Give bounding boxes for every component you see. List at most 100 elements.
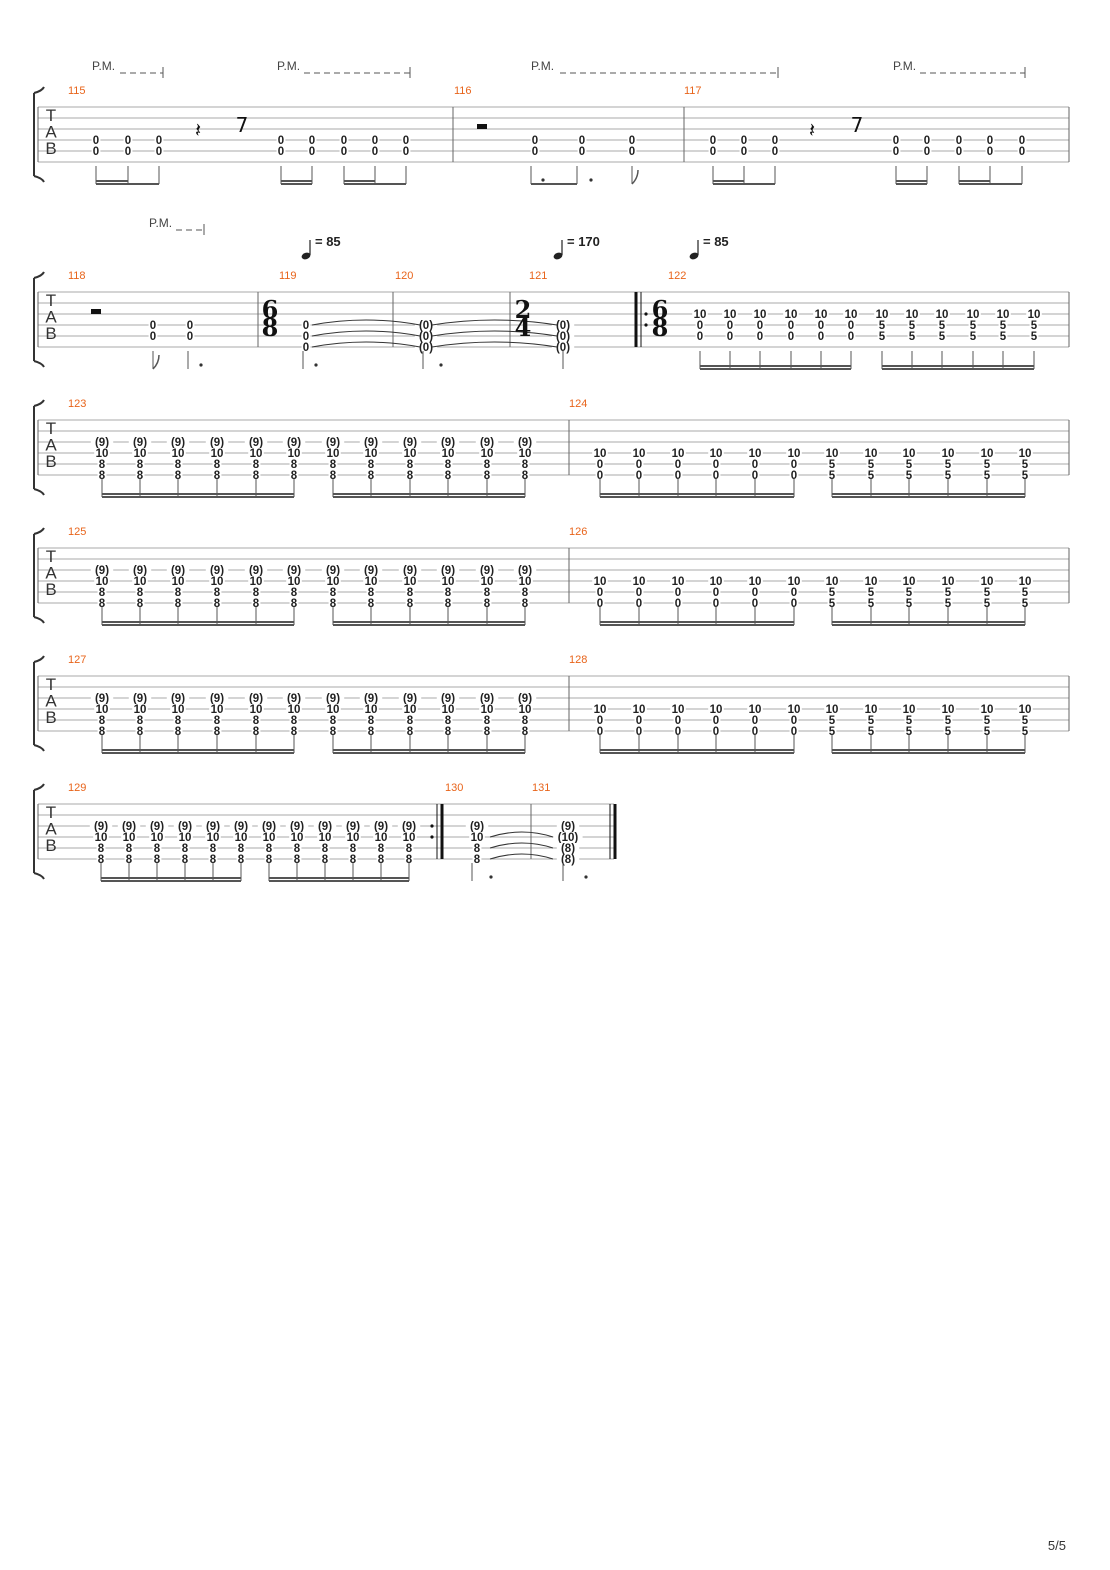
bar-number: 126 — [569, 526, 587, 538]
fret-number: 0 — [752, 598, 758, 610]
fret-number: 10 — [845, 309, 858, 321]
fret-number: 5 — [909, 331, 916, 343]
fret-number: 8 — [522, 715, 529, 727]
fret-mask — [943, 715, 953, 725]
fret-number: (9) — [95, 437, 109, 449]
fret-mask — [708, 448, 724, 458]
bar-number: 115 — [68, 85, 86, 97]
fret-mask — [824, 576, 840, 586]
fret-number: 0 — [187, 331, 193, 343]
fret-number: (9) — [133, 565, 147, 577]
fret-mask — [786, 320, 796, 330]
fret-number: 8 — [474, 843, 481, 855]
fret-mask — [170, 704, 186, 714]
fret-mask — [904, 459, 914, 469]
fret-mask — [251, 587, 261, 597]
fret-number: (9) — [287, 693, 301, 705]
fret-mask — [148, 331, 158, 341]
fret-number: 10 — [942, 704, 955, 716]
fret-number: (9) — [95, 693, 109, 705]
fret-mask — [251, 726, 261, 736]
fret-mask — [556, 843, 580, 853]
fret-mask — [827, 587, 837, 597]
fret-mask — [634, 598, 644, 608]
fret-number: 8 — [407, 587, 414, 599]
fret-number: 0 — [848, 331, 854, 343]
fret-mask — [366, 726, 376, 736]
fret-number: 8 — [214, 726, 221, 738]
tie — [311, 330, 421, 337]
note-flag — [152, 354, 160, 370]
repeat-dot — [430, 824, 434, 828]
system-bracket — [33, 86, 45, 183]
fret-mask — [472, 843, 482, 853]
fret-number: 10 — [207, 832, 220, 844]
fret-mask — [816, 331, 826, 341]
fret-number: 0 — [636, 598, 642, 610]
fret-number: 10 — [672, 448, 685, 460]
fret-mask — [979, 448, 995, 458]
fret-mask — [998, 331, 1008, 341]
fret-number: (9) — [403, 693, 417, 705]
fret-number: 5 — [984, 587, 991, 599]
fret-number: 8 — [137, 715, 144, 727]
fret-number: 10 — [672, 576, 685, 588]
fret-mask — [325, 704, 341, 714]
fret-mask — [786, 331, 796, 341]
fret-number: 10 — [179, 832, 192, 844]
fret-number: 5 — [906, 715, 913, 727]
fret-mask — [366, 459, 376, 469]
fret-number: 8 — [291, 587, 298, 599]
fret-mask — [289, 832, 305, 842]
fret-number: 5 — [879, 320, 886, 332]
eighth-rest: 7 — [851, 113, 864, 137]
fret-number: (9) — [403, 565, 417, 577]
fret-mask — [264, 843, 274, 853]
fret-mask — [93, 832, 109, 842]
fret-number: 8 — [137, 459, 144, 471]
fret-mask — [1029, 320, 1039, 330]
fret-number: 10 — [754, 309, 767, 321]
dot — [199, 363, 203, 367]
fret-mask — [292, 843, 302, 853]
fret-number: 10 — [365, 576, 378, 588]
fret-number: 0 — [636, 726, 642, 738]
fret-number: 8 — [214, 459, 221, 471]
fret-mask — [891, 146, 901, 156]
fret-number: 8 — [99, 726, 106, 738]
fret-mask — [943, 598, 953, 608]
fret-number: 0 — [532, 135, 538, 147]
fret-number: 10 — [263, 832, 276, 844]
fret-mask — [940, 704, 956, 714]
fret-number: 10 — [134, 576, 147, 588]
fret-mask — [627, 146, 637, 156]
fret-mask — [345, 832, 361, 842]
fret-mask — [285, 821, 309, 831]
fret-number: (9) — [150, 821, 164, 833]
fret-mask — [786, 704, 802, 714]
fret-mask — [479, 704, 495, 714]
fret-mask — [695, 331, 705, 341]
fret-number: 0 — [156, 135, 162, 147]
fret-mask — [90, 565, 114, 575]
tie — [431, 330, 558, 337]
fret-mask — [595, 598, 605, 608]
fret-mask — [286, 576, 302, 586]
fret-number: (0) — [419, 331, 433, 343]
fret-mask — [770, 146, 780, 156]
fret-number: 8 — [445, 459, 452, 471]
fret-number: 0 — [675, 726, 681, 738]
fret-mask — [90, 437, 114, 447]
fret-mask — [530, 146, 540, 156]
fret-number: (0) — [556, 331, 570, 343]
fret-number: 0 — [636, 715, 642, 727]
fret-mask — [901, 448, 917, 458]
fret-mask — [185, 320, 195, 330]
fret-number: 8 — [330, 715, 337, 727]
fret-number: 8 — [137, 598, 144, 610]
fret-number: 10 — [481, 704, 494, 716]
fret-mask — [166, 437, 190, 447]
fret-mask — [595, 470, 605, 480]
fret-mask — [877, 320, 887, 330]
